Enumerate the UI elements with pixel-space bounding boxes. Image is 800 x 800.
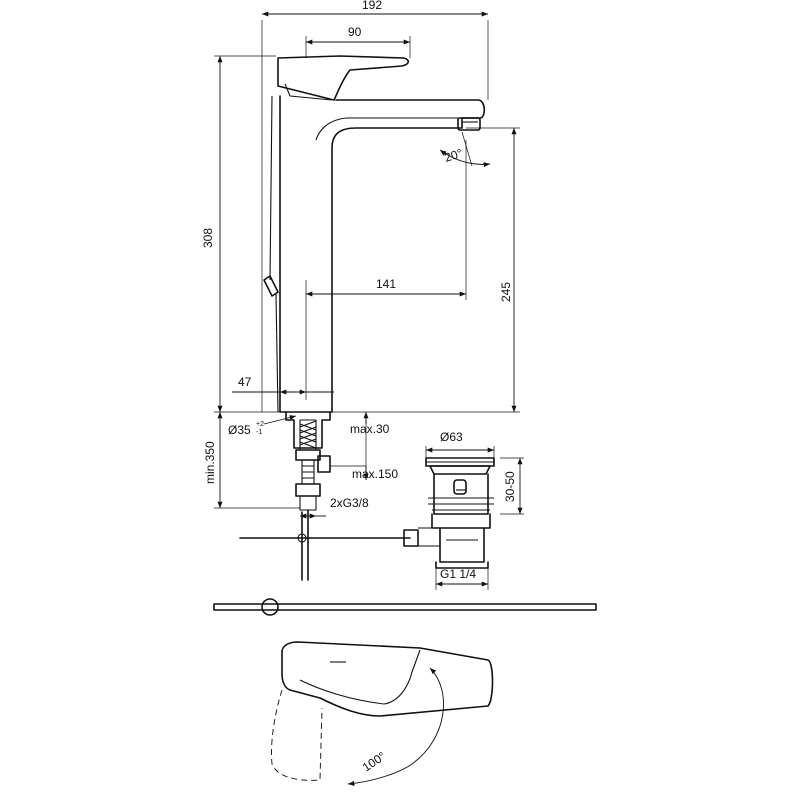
lever-top-view (281, 641, 494, 717)
label-63: Ø63 (440, 430, 463, 444)
label-g114: G1 1/4 (440, 567, 476, 581)
popup-rod (269, 95, 273, 281)
faucet-body (279, 95, 486, 413)
top-view (213, 598, 597, 786)
lever-rotated-outline (271, 689, 323, 781)
faucet-lever (277, 55, 410, 101)
faucet-base (285, 411, 331, 449)
label-max30: max.30 (350, 422, 390, 436)
faucet-side-view (239, 55, 486, 581)
label-192: 192 (362, 0, 382, 12)
label-min350: min.350 (203, 441, 217, 484)
label-35: Ø35 (228, 423, 251, 437)
label-g38: 2xG3/8 (330, 496, 369, 510)
dim-100deg (347, 667, 444, 786)
label-tolerance-upper: +2 (256, 421, 264, 428)
supply-hose (295, 419, 331, 581)
waste-body (433, 473, 489, 515)
label-100deg: 100° (360, 749, 389, 775)
dimension-labels: 192 90 308 245 141 47 Ø35 +2 -1 min.350 … (201, 0, 517, 774)
label-20deg: 20° (443, 146, 465, 165)
dimension-lines (217, 11, 523, 587)
label-90: 90 (348, 25, 362, 39)
waste-flange (425, 457, 495, 467)
mounting-rod (213, 603, 597, 611)
dim-35 (263, 415, 297, 425)
aerator (457, 117, 481, 131)
label-308: 308 (201, 228, 215, 248)
label-245: 245 (499, 282, 513, 302)
label-141: 141 (376, 277, 396, 291)
label-30-50: 30-50 (503, 471, 517, 502)
label-tolerance-lower: -1 (256, 429, 262, 436)
pull-rod-assembly (239, 511, 419, 581)
label-47: 47 (238, 375, 252, 389)
label-max150: max.150 (352, 467, 398, 481)
waste-assembly (418, 457, 495, 569)
dim-20deg (439, 149, 491, 168)
